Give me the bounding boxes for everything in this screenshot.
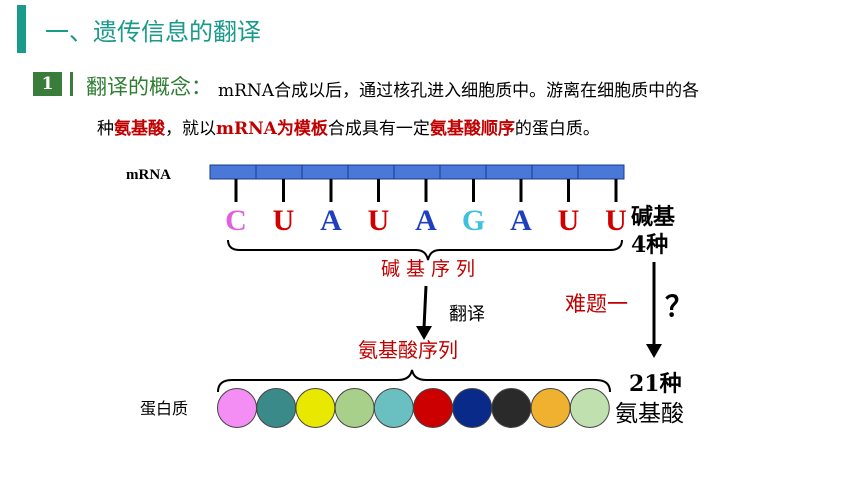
def-text: ，就以 [165, 119, 216, 139]
page-title: 一、遗传信息的翻译 [45, 18, 261, 46]
amino-acid-bead [334, 388, 375, 428]
amino-acid-bead [217, 388, 257, 428]
base-letter: A [415, 204, 437, 237]
mrna-segment [209, 164, 257, 180]
mrna-strand [209, 164, 625, 180]
mrna-segment [347, 164, 395, 180]
base-letter: A [320, 204, 342, 237]
hard-question-label: 难题一 [565, 292, 628, 316]
amino-acid-bead [413, 388, 453, 428]
def-text: 合成具有一定 [327, 119, 430, 139]
amino-acid-bead [256, 388, 297, 428]
mrna-segment [393, 164, 441, 180]
amino-acid-chain [217, 388, 610, 428]
question-mark: ？ [665, 290, 693, 323]
mrna-segment [531, 164, 579, 180]
amino-acid-bead [295, 388, 336, 428]
protein-label: 蛋白质 [140, 399, 188, 418]
amino-acid-sequence-label: 氨基酸序列 [358, 338, 458, 362]
amino-acid-count-line-2: 氨基酸 [615, 401, 684, 427]
def-text: 种 [97, 119, 114, 139]
base-brace [227, 239, 623, 261]
section-label: 翻译的概念： [86, 75, 212, 99]
base-letter: U [605, 204, 627, 237]
amino-acid-count-line-1: 21种 [629, 371, 682, 397]
amino-acid-brace [217, 369, 611, 393]
translate-arrow-shaft [422, 285, 428, 329]
base-letter: U [273, 204, 295, 237]
base-count-line-2: 4种 [631, 232, 668, 258]
mrna-segment [255, 164, 303, 180]
definition-line-2: 种氨基酸，就以mRNA为模板合成具有一定氨基酸顺序的蛋白质。 [97, 114, 600, 139]
translate-arrow-head [416, 326, 432, 340]
base-letter: U [368, 204, 390, 237]
amino-acid-bead [530, 388, 571, 428]
section-number-badge: 1 [33, 72, 62, 96]
base-sequence-label: 碱 基 序 列 [381, 258, 475, 280]
amino-acid-bead [491, 388, 532, 428]
section-divider [70, 72, 73, 96]
definition-line-1: mRNA合成以后，通过核孔进入细胞质中。游离在细胞质中的各 [218, 81, 700, 101]
title-accent-bar [17, 5, 26, 53]
def-text: 的蛋白质。 [514, 119, 600, 139]
amino-acid-bead [373, 388, 414, 428]
amino-acid-bead [452, 388, 493, 428]
mrna-segment [301, 164, 349, 180]
base-letter: C [225, 204, 247, 237]
count-arrow-head [646, 344, 662, 358]
translate-label: 翻译 [449, 304, 485, 325]
mrna-segment [439, 164, 487, 180]
base-count-line-1: 碱基 [631, 204, 676, 230]
base-letter: G [462, 204, 485, 237]
mrna-segment [577, 164, 625, 180]
def-highlight-amino-acid: 氨基酸 [114, 119, 165, 139]
base-letter: A [510, 204, 532, 237]
amino-acid-bead [569, 388, 610, 428]
mrna-segment [485, 164, 533, 180]
mrna-label: mRNA [126, 167, 171, 183]
base-letter: U [558, 204, 580, 237]
def-highlight-aa-sequence: 氨基酸顺序 [429, 119, 515, 139]
def-highlight-mrna-template: mRNA为模板 [216, 119, 328, 139]
